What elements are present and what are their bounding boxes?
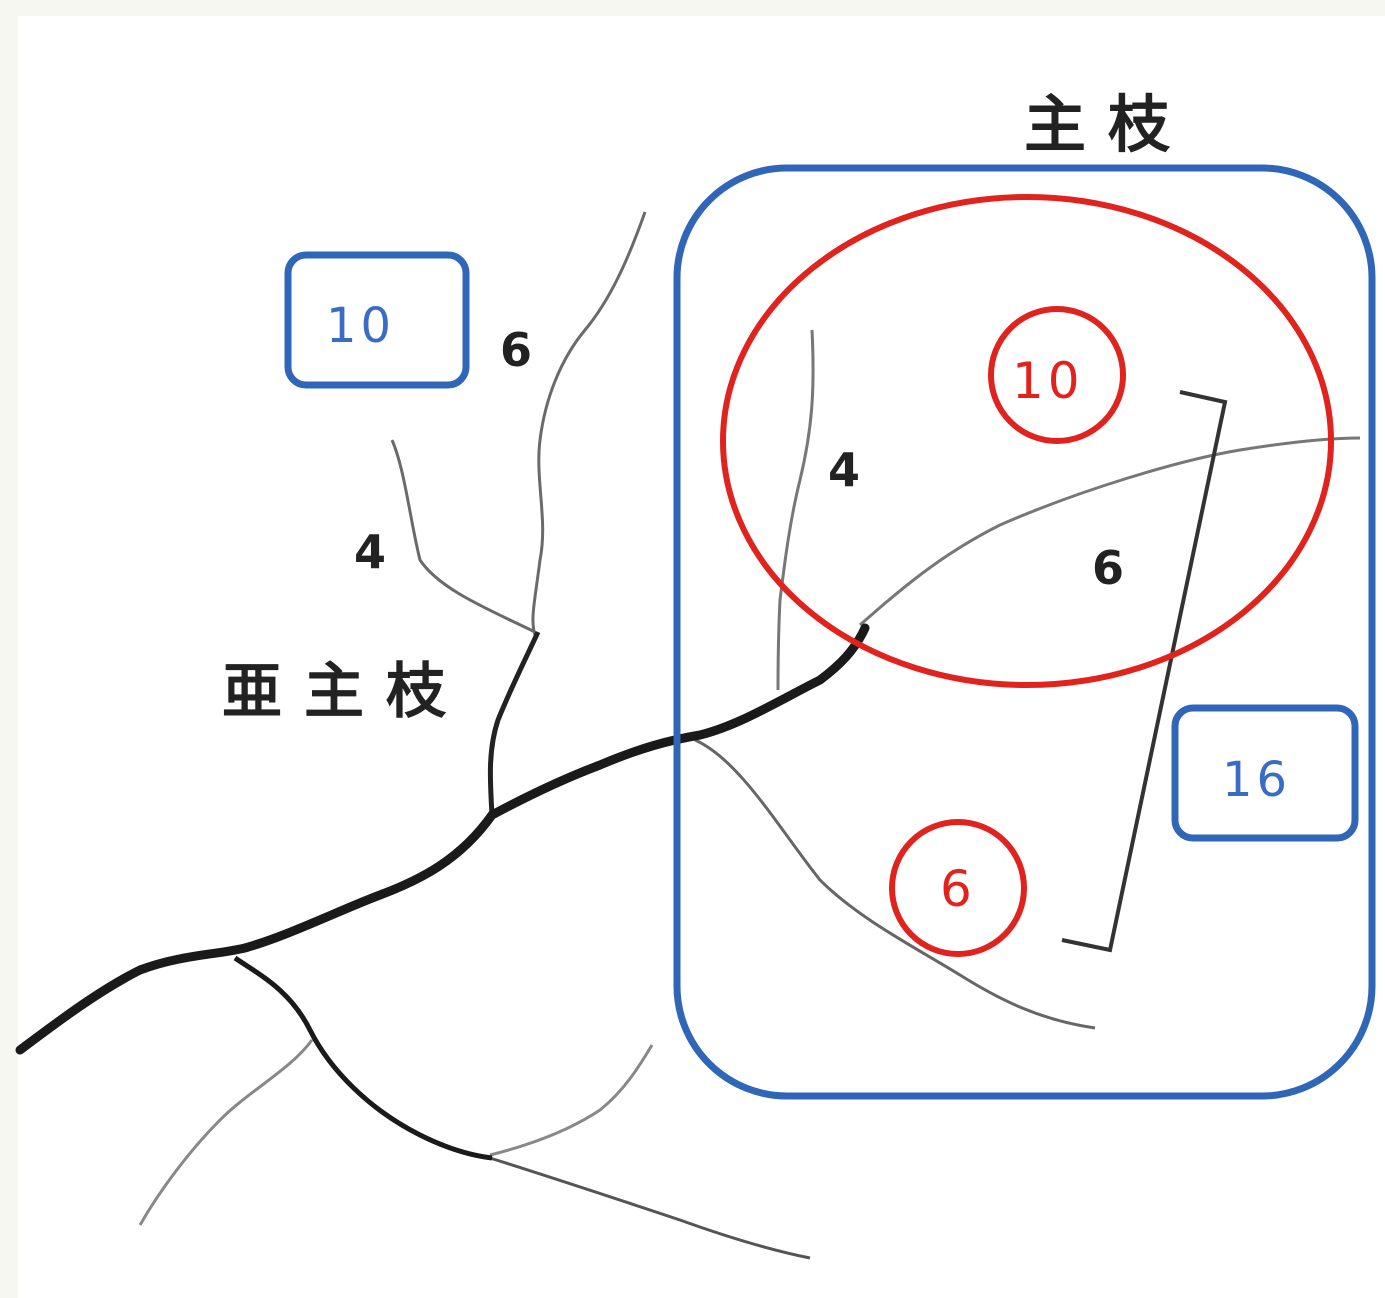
lower-branch [233, 955, 493, 1161]
sub-main-box-value: 10 [326, 298, 395, 354]
twig-sub-main-upper [531, 211, 647, 636]
twig-bottom-right-up [489, 1044, 654, 1157]
sub-main-value-box [284, 251, 470, 389]
main-branch-red-ellipse [720, 194, 1334, 688]
main-branch-box [673, 164, 1376, 1100]
bracket-line [1061, 390, 1228, 953]
circle-top-marker [988, 306, 1126, 444]
twig-main-lower [694, 738, 1096, 1030]
main-value-box [1171, 704, 1359, 842]
circle-bottom-value: 6 [940, 860, 976, 918]
main-trunk [15, 623, 870, 1055]
twig-main-diagonal [859, 436, 1361, 627]
twig-bottom-left [138, 1039, 314, 1226]
sub-branch-lower-count: 4 [354, 525, 386, 579]
main-box-value: 16 [1222, 752, 1291, 808]
circle-bottom-marker [889, 819, 1027, 957]
sub-main-branch [487, 630, 541, 816]
main-branch-title: 主枝 [1024, 88, 1192, 161]
twig-sub-main-left [390, 439, 536, 634]
main-branch-vertical-count: 4 [828, 443, 860, 497]
circle-top-value: 10 [1012, 352, 1084, 410]
sub-branch-upper-count: 6 [500, 323, 532, 377]
twig-main-vertical [776, 329, 815, 691]
twig-bottom-right [489, 1156, 811, 1260]
diagram-canvas [18, 16, 1385, 1298]
main-branch-diagonal-count: 6 [1092, 541, 1124, 595]
sub-main-branch-title: 亜主枝 [222, 657, 468, 727]
